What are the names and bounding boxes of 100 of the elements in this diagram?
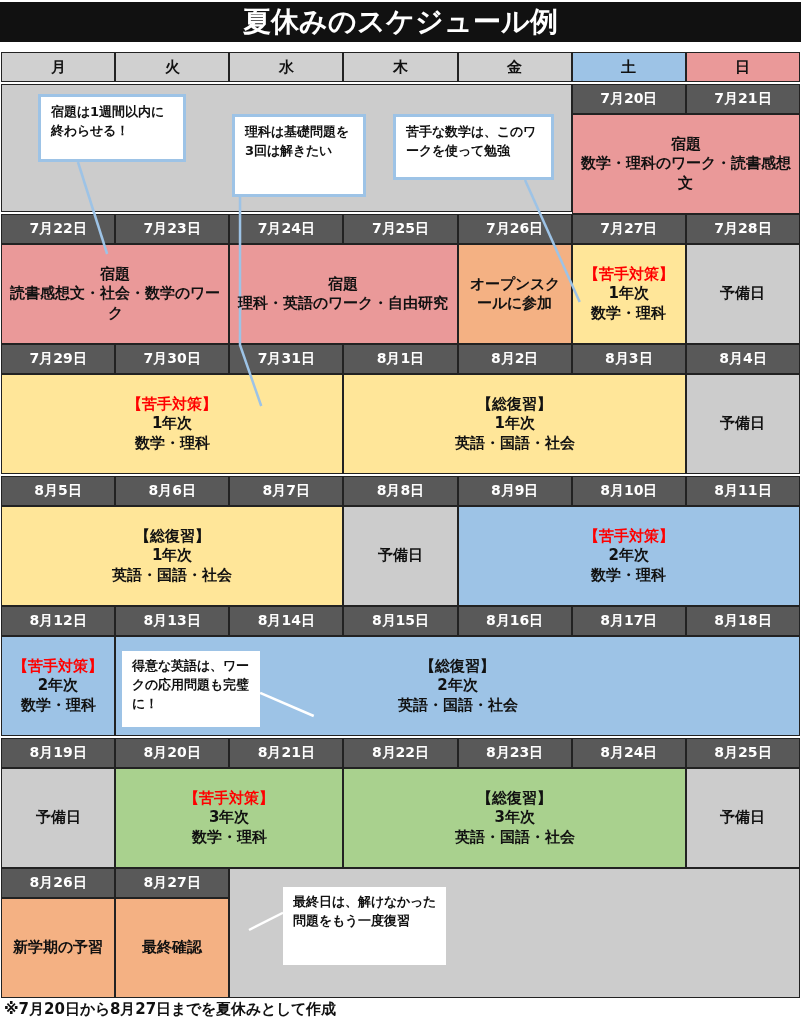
date-header: 8月15日 — [343, 606, 458, 636]
date-header: 8月18日 — [685, 606, 800, 636]
schedule-detail: 3年次 — [209, 808, 250, 828]
schedule-block — [457, 506, 800, 606]
date-header: 8月20日 — [115, 738, 230, 768]
schedule-heading: 【苦手対策】 — [13, 656, 104, 677]
title-bar: 夏休みのスケジュール例 — [0, 2, 801, 42]
leader-line — [248, 911, 284, 932]
date-header: 7月25日 — [343, 214, 458, 244]
date-header: 8月8日 — [343, 476, 458, 506]
footnote: ※7月20日から8月27日までを夏休みとして作成 — [4, 1000, 337, 1019]
schedule-block — [115, 898, 230, 998]
weekday-header: 金 — [457, 52, 572, 82]
schedule-block — [343, 506, 458, 606]
schedule-detail: 読書感想文・社会・数学のワーク — [10, 284, 221, 324]
date-header: 7月27日 — [571, 214, 686, 244]
callout-text: 最終日は、解けなかった問題をもう一度復習 — [293, 894, 436, 928]
date-header: 8月27日 — [115, 868, 230, 898]
callout-box — [232, 114, 366, 197]
date-header: 8月4日 — [685, 344, 800, 374]
date-header: 8月7日 — [229, 476, 344, 506]
date-header: 7月23日 — [115, 214, 230, 244]
date-header: 8月26日 — [1, 868, 116, 898]
schedule-heading: 【総復習】 — [134, 526, 210, 547]
schedule-detail: 1年次 — [152, 546, 193, 566]
schedule-block — [115, 768, 344, 868]
schedule-text: 予備日 — [720, 414, 766, 434]
schedule-block — [685, 374, 800, 474]
schedule-detail: 2年次 — [437, 676, 478, 696]
schedule-text: 予備日 — [720, 808, 766, 828]
schedule-block — [685, 768, 800, 868]
date-header: 8月5日 — [1, 476, 116, 506]
date-header: 7月21日 — [685, 84, 800, 114]
schedule-detail: 3年次 — [494, 808, 535, 828]
schedule-text: 予備日 — [720, 284, 766, 304]
date-header: 8月2日 — [457, 344, 572, 374]
date-header: 8月14日 — [229, 606, 344, 636]
date-header: 8月3日 — [571, 344, 686, 374]
weekday-header: 木 — [343, 52, 458, 82]
callout-text: 得意な英語は、ワークの応用問題も完璧に！ — [132, 658, 250, 711]
date-header: 7月31日 — [229, 344, 344, 374]
schedule-block — [1, 768, 116, 868]
schedule-detail: 数学・理科 — [591, 303, 667, 324]
schedule-detail: 数学・理科のワーク・読書感想文 — [580, 154, 791, 194]
schedule-detail: 英語・国語・社会 — [454, 433, 575, 454]
schedule-heading: 【苦手対策】 — [583, 264, 674, 285]
date-header: 8月25日 — [685, 738, 800, 768]
date-header: 8月23日 — [457, 738, 572, 768]
weekday-header: 火 — [115, 52, 230, 82]
date-header: 8月21日 — [229, 738, 344, 768]
schedule-block — [685, 244, 800, 344]
schedule-detail: 1年次 — [608, 284, 649, 304]
leader-line — [259, 691, 315, 718]
date-header: 8月13日 — [115, 606, 230, 636]
schedule-block — [115, 636, 800, 736]
weekday-header: 日 — [685, 52, 800, 82]
schedule-block — [1, 374, 344, 474]
schedule-heading: 宿題 — [670, 134, 701, 155]
date-header: 7月30日 — [115, 344, 230, 374]
date-header: 7月26日 — [457, 214, 572, 244]
date-header: 8月11日 — [685, 476, 800, 506]
schedule-block — [571, 244, 686, 344]
schedule-detail: 2年次 — [37, 676, 79, 696]
schedule-detail: 数学・理科 — [134, 433, 210, 454]
date-header: 7月29日 — [1, 344, 116, 374]
schedule-detail: 理科・英語のワーク・自由研究 — [238, 294, 449, 314]
schedule-block — [457, 244, 572, 344]
date-header: 7月20日 — [571, 84, 686, 114]
schedule-block — [1, 244, 230, 344]
leader-line — [523, 179, 581, 303]
weekday-header: 月 — [1, 52, 116, 82]
schedule-text: 予備日 — [378, 546, 423, 566]
callout-box — [122, 651, 261, 727]
schedule-block — [1, 898, 116, 998]
schedule-block — [571, 114, 800, 214]
schedule-detail: 数学・理科 — [591, 565, 667, 586]
schedule-detail: 1年次 — [494, 414, 535, 434]
date-header: 7月28日 — [685, 214, 800, 244]
schedule-heading: 宿題 — [328, 274, 359, 294]
date-header: 8月12日 — [1, 606, 116, 636]
date-header: 8月10日 — [571, 476, 686, 506]
callout-box — [283, 887, 446, 965]
weekday-header: 水 — [229, 52, 344, 82]
schedule-block — [343, 768, 686, 868]
schedule-text: 新学期の予習 — [13, 938, 104, 958]
schedule-heading: 【苦手対策】 — [184, 788, 275, 809]
schedule-detail: 英語・国語・社会 — [397, 695, 518, 716]
date-header: 8月22日 — [343, 738, 458, 768]
date-header: 8月16日 — [457, 606, 572, 636]
schedule-heading: 【総復習】 — [477, 394, 553, 415]
schedule-text: 最終確認 — [142, 938, 203, 958]
date-header: 8月19日 — [1, 738, 116, 768]
callout-box — [393, 114, 554, 180]
date-header: 7月22日 — [1, 214, 116, 244]
date-header: 7月24日 — [229, 214, 344, 244]
date-header: 8月6日 — [115, 476, 230, 506]
leader-line — [238, 197, 263, 407]
callout-text: 苦手な数学は、このワークを使って勉強 — [406, 124, 536, 158]
callout-box — [38, 94, 186, 162]
date-header: 8月24日 — [571, 738, 686, 768]
